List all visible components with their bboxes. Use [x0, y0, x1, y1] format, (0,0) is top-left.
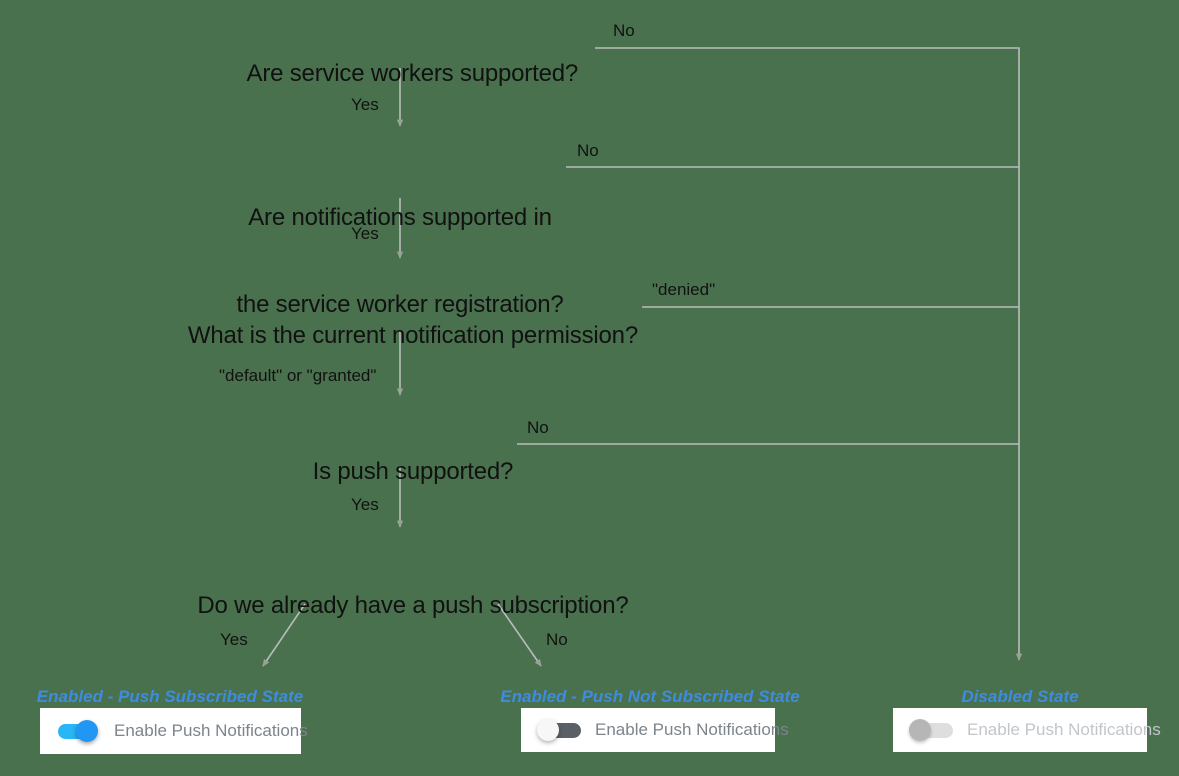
edge-label-q2-yes: Yes — [351, 224, 379, 243]
question-text-line2: the service worker registration? — [236, 291, 564, 318]
edge-label-q5-yes: Yes — [220, 630, 248, 649]
question-text: What is the current notification permiss… — [187, 322, 638, 349]
push-toggle-card-not-subscribed[interactable]: Enable Push Notifications — [521, 708, 789, 752]
push-toggle-card-subscribed[interactable]: Enable Push Notifications — [40, 708, 308, 754]
push-toggle-card-disabled: Enable Push Notifications — [893, 708, 1161, 752]
push-toggle-disabled — [909, 718, 953, 742]
question-text: Do we already have a push subscription? — [197, 592, 629, 619]
question-text: Is push supported? — [312, 458, 514, 485]
question-push-supported: Is push supported? — [0, 428, 800, 515]
edge-label-q3-default-granted: "default" or "granted" — [219, 366, 377, 385]
state-label-not-subscribed: Enabled - Push Not Subscribed State — [500, 687, 800, 706]
edge-label-q4-yes: Yes — [351, 495, 379, 514]
push-toggle-label: Enable Push Notifications — [114, 721, 308, 740]
push-toggle-label: Enable Push Notifications — [967, 720, 1161, 739]
state-label-subscribed: Enabled - Push Subscribed State — [36, 687, 304, 706]
toggle-thumb — [909, 719, 931, 741]
question-existing-subscription: Do we already have a push subscription? — [0, 562, 800, 649]
toggle-thumb — [76, 720, 98, 742]
question-text-line1: Are notifications supported in — [248, 204, 552, 231]
push-toggle-label: Enable Push Notifications — [595, 720, 789, 739]
edge-label-q2-no: No — [577, 141, 599, 160]
edge-label-q3-denied: "denied" — [652, 280, 716, 299]
question-text: Are service workers supported? — [246, 60, 579, 87]
question-notifications-supported: Are notifications supported in the servi… — [0, 145, 800, 377]
toggle-thumb — [537, 719, 559, 741]
edge-label-q4-no: No — [527, 418, 549, 437]
edge-label-q1-no: No — [613, 21, 635, 40]
edge-label-q1-yes: Yes — [351, 95, 379, 114]
push-toggle-off[interactable] — [537, 718, 581, 742]
edge-label-q5-no: No — [546, 630, 568, 649]
push-toggle-on[interactable] — [56, 719, 100, 743]
question-service-workers: Are service workers supported? — [0, 30, 800, 117]
state-label-disabled: Disabled State — [961, 687, 1079, 706]
question-notification-permission: What is the current notification permiss… — [0, 292, 800, 379]
